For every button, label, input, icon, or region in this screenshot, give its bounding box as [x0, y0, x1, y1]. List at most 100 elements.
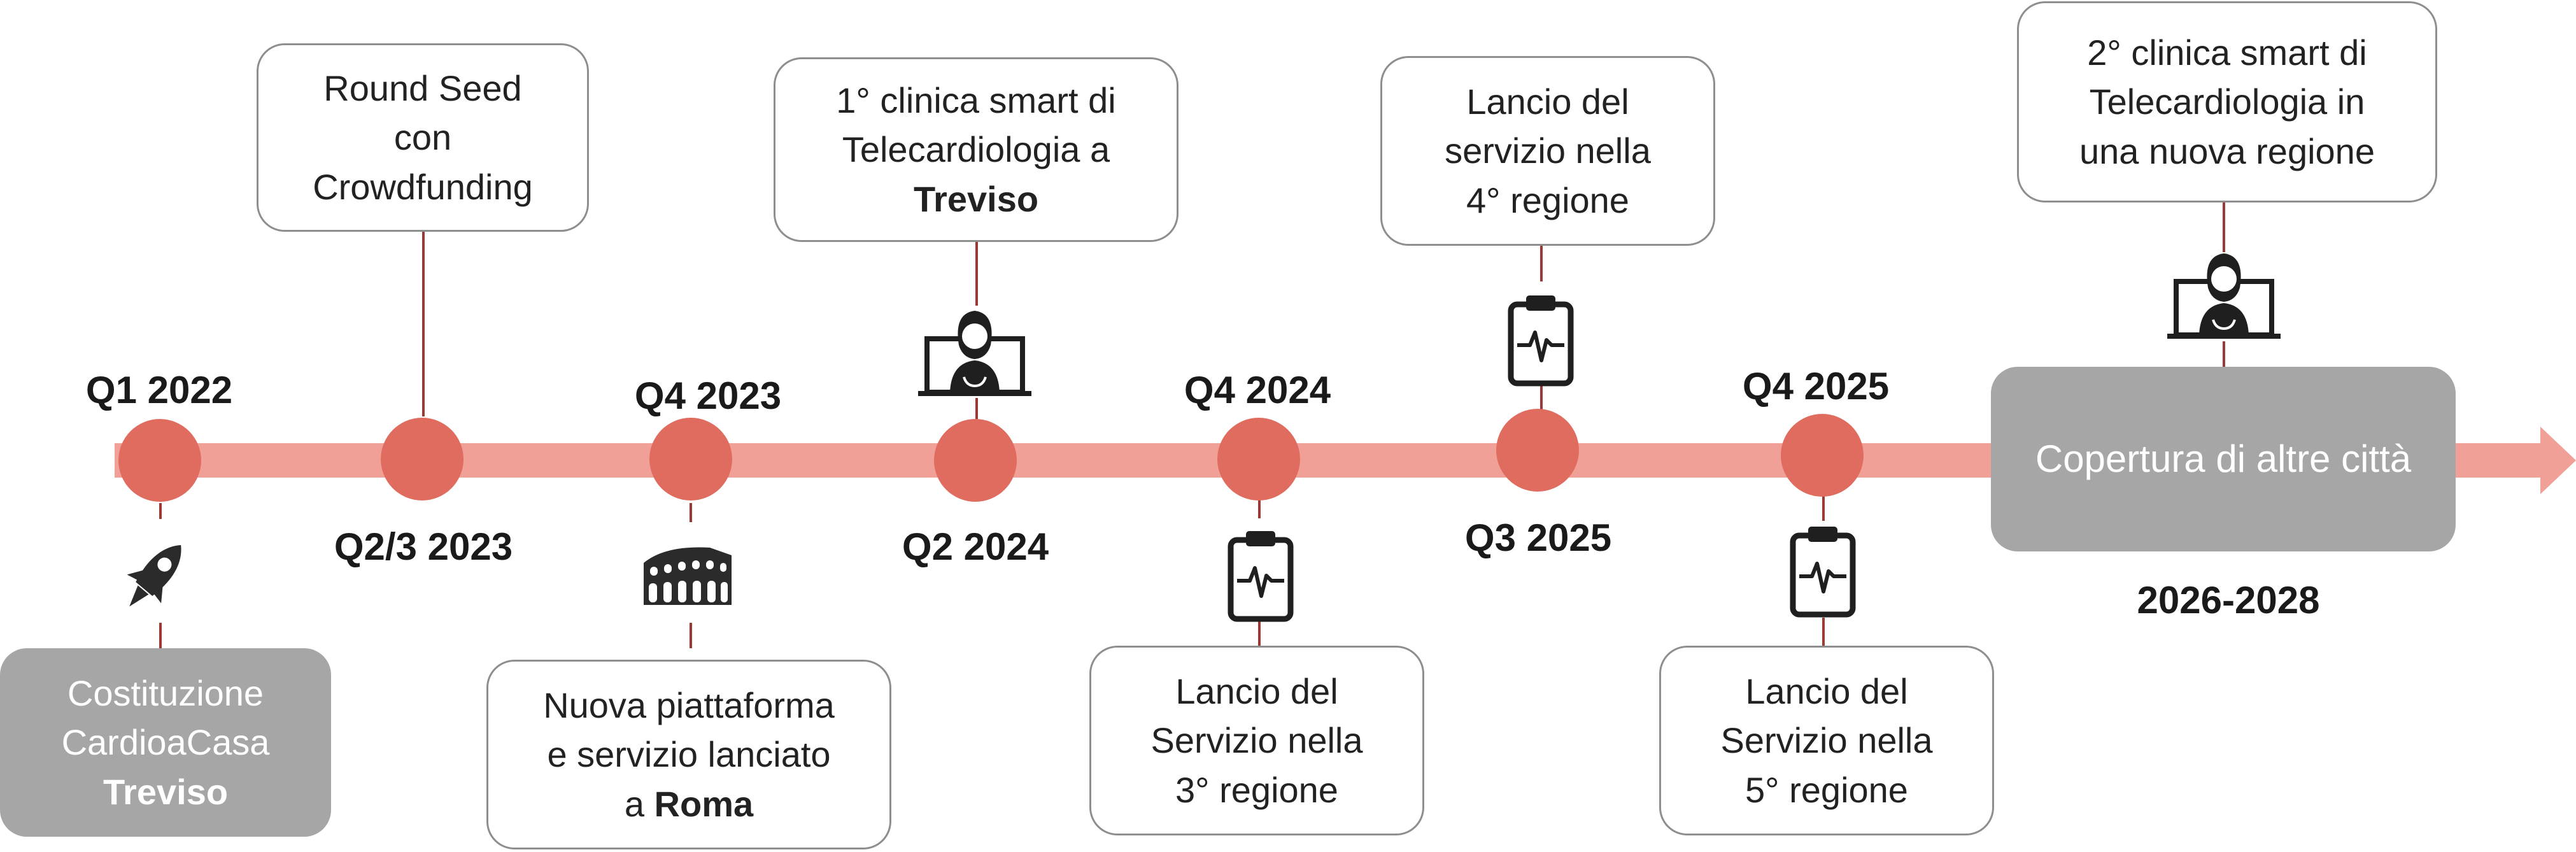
- event-6-text-line: Lancio del: [1445, 77, 1651, 126]
- event-8-text-line: una nuova regione: [2079, 127, 2375, 176]
- event-text-run: Costituzione: [67, 673, 264, 714]
- event-5-connector-bottom: [1258, 621, 1261, 646]
- event-4-connector-mid: [975, 398, 978, 419]
- event-text-run: Treviso: [913, 178, 1039, 219]
- event-5-date: Q4 2024: [1184, 369, 1331, 411]
- event-text-run: con: [393, 117, 452, 158]
- clipboard-heartbeat-icon: [1788, 522, 1858, 619]
- event-text-run: una nuova regione: [2079, 131, 2375, 171]
- event-6-text-line: 4° regione: [1445, 176, 1651, 225]
- event-7-connector-top: [1822, 495, 1825, 521]
- event-6-text-line: servizio nella: [1445, 126, 1651, 175]
- event-8-text: 2° clinica smart di Telecardiologia in una…: [2079, 28, 2375, 176]
- event-text-run: Telecardiologia in: [2089, 82, 2365, 122]
- event-3-dot: [649, 418, 732, 501]
- event-3-connector-bottom: [690, 623, 692, 648]
- event-1-date: Q1 2022: [85, 369, 233, 411]
- rocket-icon: [107, 532, 202, 621]
- event-4-date: Q2 2024: [902, 525, 1049, 568]
- event-4-text-line: Telecardiologia a: [836, 125, 1115, 174]
- event-8-connector-mid: [2223, 341, 2225, 367]
- event-7-text-line: Lancio del: [1720, 667, 1932, 716]
- event-2-connector-top: [422, 232, 425, 416]
- doctor-monitor-icon: [2165, 250, 2283, 343]
- event-text-run: 3° regione: [1175, 769, 1338, 810]
- event-7-dot: [1781, 414, 1864, 497]
- doctor-monitor-icon: [916, 307, 1034, 400]
- clipboard-heartbeat-icon: [1506, 292, 1576, 387]
- event-text-run: 1° clinica smart di: [836, 80, 1116, 121]
- event-text-run: Lancio del: [1466, 82, 1629, 122]
- event-text-run: Lancio del: [1175, 671, 1338, 712]
- event-text-run: a: [624, 783, 655, 824]
- future-coverage-box: Copertura di altre città: [1991, 367, 2456, 551]
- event-7-date: Q4 2025: [1742, 365, 1890, 408]
- event-6-dot: [1496, 409, 1579, 492]
- event-text-run: 2° clinica smart di: [2087, 32, 2367, 73]
- event-8-date: 2026-2028: [2137, 579, 2320, 621]
- event-8-connector-top: [2223, 202, 2225, 252]
- event-8-box: 2° clinica smart di Telecardiologia in una…: [2017, 1, 2437, 202]
- event-1-text-line: CardioaCasa: [62, 718, 270, 767]
- event-8-text-line: 2° clinica smart di: [2079, 28, 2375, 77]
- event-text-run: Lancio del: [1745, 671, 1908, 712]
- event-2-text-line: Round Seed: [313, 64, 533, 113]
- event-6-date: Q3 2025: [1464, 516, 1612, 559]
- event-3-connector-top: [690, 503, 692, 522]
- event-text-run: CardioaCasa: [61, 722, 270, 763]
- event-text-run: Nuova piattaforma: [543, 685, 835, 726]
- event-6-connector-mid: [1540, 385, 1543, 410]
- event-8-text-line: Telecardiologia in: [2079, 77, 2375, 126]
- event-3-text-line: a Roma: [543, 779, 835, 828]
- event-text-run: Round Seed: [323, 68, 522, 109]
- event-2-dot: [381, 418, 464, 501]
- event-7-text-line: 5° regione: [1720, 765, 1932, 814]
- event-text-run: Treviso: [103, 771, 229, 812]
- event-6-connector-top: [1540, 246, 1543, 281]
- event-7-connector-bottom: [1822, 618, 1825, 646]
- event-5-dot: [1217, 418, 1300, 501]
- event-5-text-line: Servizio nella: [1150, 716, 1362, 765]
- event-text-run: 5° regione: [1745, 769, 1908, 810]
- event-5-text-line: Lancio del: [1150, 667, 1362, 716]
- event-1-text-line: Treviso: [62, 767, 270, 816]
- event-text-run: Crowdfunding: [313, 166, 533, 207]
- event-1-text-line: Costituzione: [62, 669, 270, 718]
- clipboard-heartbeat-icon: [1226, 527, 1296, 623]
- event-2-date: Q2/3 2023: [334, 525, 513, 568]
- event-text-run: 4° regione: [1466, 180, 1629, 220]
- event-1-connector-top: [159, 503, 162, 519]
- event-text-run: Servizio nella: [1150, 720, 1363, 761]
- event-1-dot: [118, 419, 201, 502]
- event-text-run: e servizio lanciato: [547, 734, 831, 775]
- event-4-text-line: Treviso: [836, 174, 1115, 224]
- colosseum-icon: [640, 536, 735, 613]
- event-text-run: Roma: [654, 783, 754, 824]
- event-4-connector-top: [975, 242, 978, 306]
- event-1-connector-bottom: [159, 623, 162, 648]
- event-2-text-line: con: [313, 113, 533, 162]
- event-4-dot: [934, 419, 1017, 502]
- timeline-arrowhead: [2540, 427, 2576, 494]
- future-coverage-label: Copertura di altre città: [2035, 437, 2412, 480]
- event-3-text-line: Nuova piattaforma: [543, 681, 835, 730]
- event-3-text-line: e servizio lanciato: [543, 730, 835, 779]
- event-3-date: Q4 2023: [634, 374, 782, 417]
- event-7-text-line: Servizio nella: [1720, 716, 1932, 765]
- event-5-connector-top: [1258, 499, 1261, 518]
